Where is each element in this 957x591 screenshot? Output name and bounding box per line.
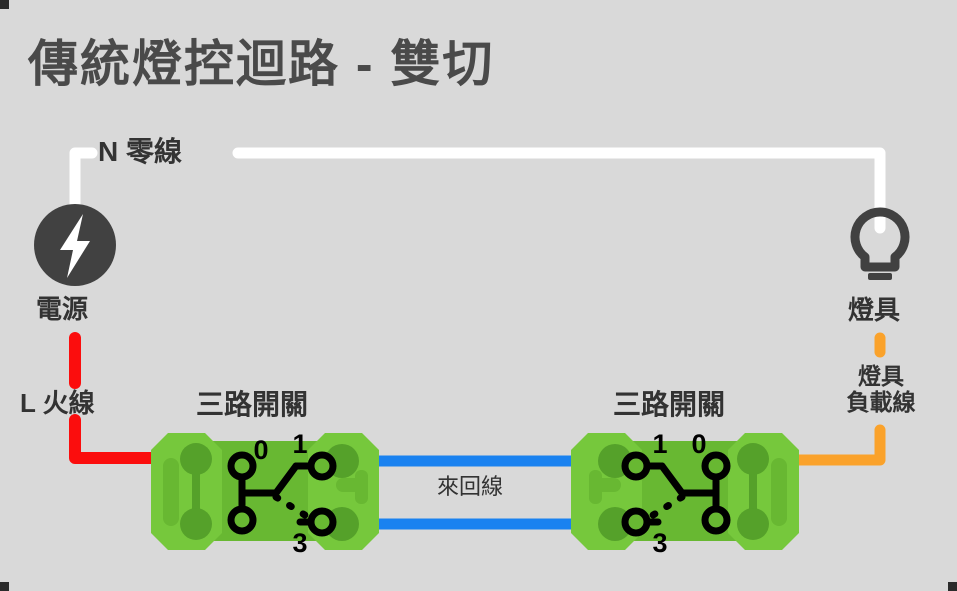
symbol-right-terminal-0[interactable] bbox=[701, 451, 731, 481]
label-power-source: 電源 bbox=[36, 294, 89, 324]
switch-right-label-0: 0 bbox=[691, 429, 706, 459]
symbol-left-terminal-common-lower[interactable] bbox=[227, 505, 257, 535]
terminal-block-left-out-bar-v bbox=[355, 470, 368, 504]
power-source-icon bbox=[34, 204, 116, 286]
lightning-bolt-icon bbox=[60, 214, 90, 278]
switch-left-label-3: 3 bbox=[292, 528, 307, 558]
label-switch-right: 三路開關 bbox=[613, 389, 726, 420]
symbol-right-closed-blade bbox=[658, 462, 686, 497]
neutral-wire-right-segment bbox=[232, 147, 886, 234]
symbol-left-terminal-0[interactable] bbox=[227, 451, 257, 481]
light-bulb-icon bbox=[850, 207, 910, 272]
corner-marker-bottom-left bbox=[0, 582, 9, 591]
symbol-right-terminal-1[interactable] bbox=[621, 451, 651, 481]
switch-left[interactable]: 0 1 3 bbox=[151, 429, 379, 558]
label-load-wire: 燈具 負載線 bbox=[833, 363, 929, 416]
switch-right-label-3: 3 bbox=[652, 528, 667, 558]
switch-right[interactable]: 1 0 3 bbox=[571, 429, 799, 558]
symbol-left-terminal-1[interactable] bbox=[307, 451, 337, 481]
page-title: 傳統燈控迴路 - 雙切 bbox=[28, 36, 495, 92]
switch-left-terminal-block-in[interactable] bbox=[151, 433, 222, 550]
label-neutral-wire: N 零線 bbox=[98, 136, 183, 167]
neutral-wire-left-segment bbox=[69, 147, 98, 234]
label-lamp: 燈具 bbox=[848, 295, 901, 325]
corner-marker-top-left bbox=[0, 0, 9, 9]
terminal-pad-right-lower[interactable] bbox=[737, 508, 769, 540]
switch-right-label-1: 1 bbox=[652, 429, 667, 459]
terminal-block-left-slot bbox=[163, 458, 179, 526]
symbol-left-closed-blade bbox=[272, 462, 300, 497]
load-wire-group bbox=[759, 332, 886, 466]
light-bulb-base-icon bbox=[868, 273, 892, 280]
load-wire-main bbox=[759, 424, 886, 466]
label-live-wire: L 火線 bbox=[20, 388, 95, 418]
symbol-left-terminal-3[interactable] bbox=[307, 507, 337, 537]
symbol-right-terminal-common-lower[interactable] bbox=[701, 505, 731, 535]
label-switch-left: 三路開關 bbox=[196, 389, 309, 420]
terminal-pad-left-lower[interactable] bbox=[180, 508, 212, 540]
neutral-wire-group bbox=[69, 147, 886, 234]
terminal-block-right-in-bar-v bbox=[589, 470, 602, 504]
switch-right-terminal-block-out[interactable] bbox=[728, 433, 799, 550]
traveler-wire-group bbox=[336, 455, 621, 530]
switch-left-label-0: 0 bbox=[253, 435, 268, 465]
terminal-pad-live[interactable] bbox=[180, 443, 212, 475]
terminal-pad-load[interactable] bbox=[737, 443, 769, 475]
lamp-icon bbox=[850, 207, 910, 280]
symbol-right-terminal-3[interactable] bbox=[621, 507, 651, 537]
label-traveler-wire: 來回線 bbox=[437, 474, 504, 499]
label-load-wire-line2: 負載線 bbox=[846, 388, 916, 415]
terminal-block-right-slot bbox=[771, 458, 787, 526]
switch-left-label-1: 1 bbox=[292, 429, 307, 459]
label-load-wire-line1: 燈具 bbox=[858, 363, 904, 389]
corner-marker-bottom-right bbox=[948, 582, 957, 591]
